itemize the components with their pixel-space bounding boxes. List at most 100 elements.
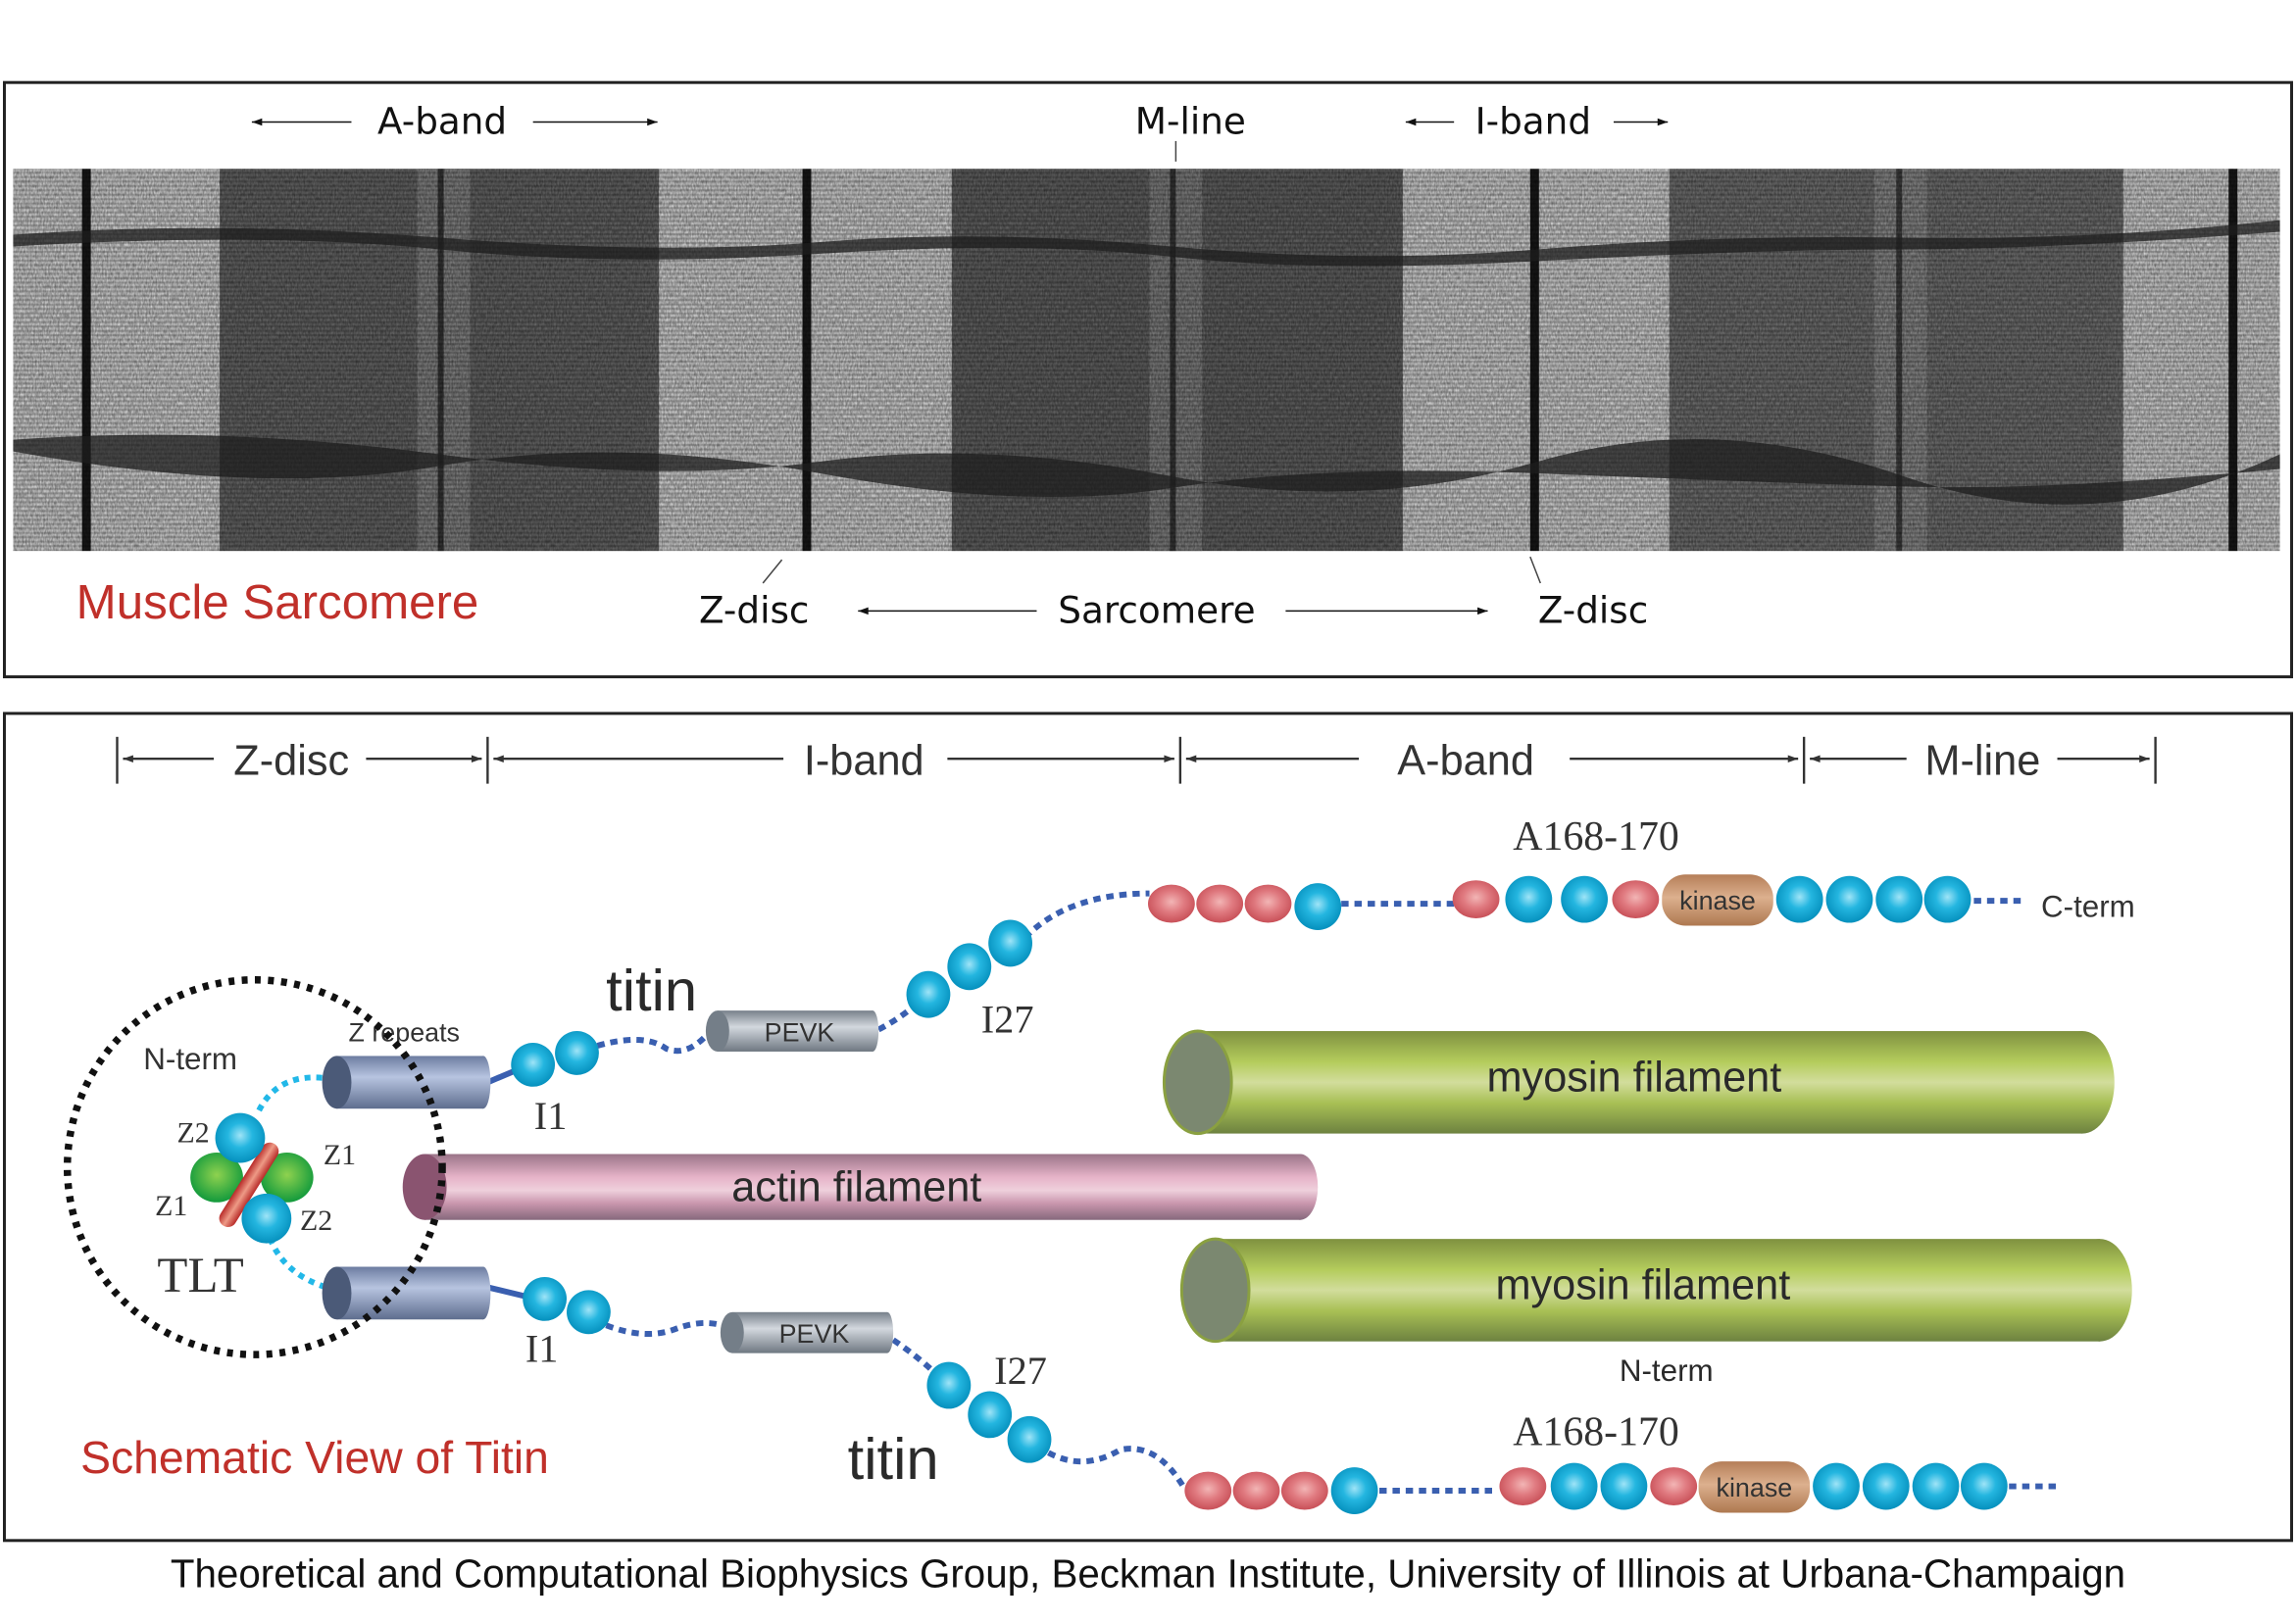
linker-i27-a-band-top — [1023, 890, 1150, 940]
ig-domain — [1875, 875, 1923, 923]
sarcomere-label-group: Z-disc Sarcomere Z-disc — [699, 556, 1648, 631]
ig-domain — [1775, 875, 1823, 923]
z2-label-upper: Z2 — [177, 1117, 210, 1150]
fn3-domain — [1452, 880, 1500, 919]
ig-domain — [1813, 1462, 1860, 1510]
actin-label: actin filament — [731, 1163, 981, 1210]
a-band-label: A-band — [377, 99, 507, 142]
ig-domain — [988, 919, 1033, 967]
kinase-domain-bottom — [1698, 1461, 1811, 1513]
ig-domain — [567, 1290, 611, 1335]
myosin-label-bottom: myosin filament — [1495, 1261, 1790, 1308]
pevk-label-top: PEVK — [765, 1017, 835, 1047]
kinase-label-top: kinase — [1679, 886, 1756, 915]
a168-label-bottom: A168-170 — [1513, 1410, 1679, 1455]
ig-domain — [1330, 1467, 1378, 1514]
actin-filament: actin filament — [402, 1154, 1319, 1220]
telethonin-complex — [190, 1112, 314, 1244]
pevk-label-bottom: PEVK — [779, 1319, 850, 1349]
titin-strand-top: PEVK kinase — [255, 874, 2025, 1115]
ig-domain — [511, 1042, 556, 1087]
i-band-label-group: I-band — [1405, 99, 1669, 142]
z1-label-left: Z1 — [155, 1190, 187, 1222]
region-label-a-band: A-band — [1397, 738, 1534, 785]
i1-label-bottom: I1 — [525, 1327, 559, 1371]
tlt-label: TLT — [157, 1248, 243, 1303]
ig-domain — [926, 1361, 972, 1409]
schematic-panel: Z-disc I-band A-band M-line myosin filam… — [2, 712, 2294, 1543]
a168-label-top: A168-170 — [1513, 814, 1679, 860]
footer-credit: Theoretical and Computational Biophysics… — [171, 1551, 2125, 1597]
titin-strand-bottom: PEVK kinase — [263, 1226, 2061, 1514]
ig-domain — [1923, 875, 1972, 923]
micrograph-panel: A-band M-line I-band — [2, 80, 2294, 679]
ig-domain — [1912, 1462, 1960, 1510]
i-band-label: I-band — [1475, 99, 1591, 142]
z1-domain-left — [190, 1153, 243, 1203]
z-repeats-bottom — [322, 1266, 491, 1320]
ig-domain — [1825, 875, 1873, 923]
n-term-linker-top — [255, 1074, 335, 1115]
fn3-domain — [1196, 884, 1244, 923]
ig-domain — [968, 1391, 1013, 1439]
myosin-filament-bottom: myosin filament — [1179, 1237, 2132, 1344]
ig-domain — [947, 943, 992, 991]
ig-domain — [1007, 1415, 1052, 1463]
fn3-domain — [1499, 1467, 1547, 1505]
region-label-z-disc: Z-disc — [233, 738, 349, 785]
myosin-label-top: myosin filament — [1486, 1054, 1781, 1101]
z2-label-lower: Z2 — [300, 1205, 332, 1237]
linker-i1-pevk-top — [596, 1029, 713, 1055]
z2-domain-lower — [241, 1193, 292, 1244]
n-term-linker-bottom — [263, 1226, 332, 1292]
z-repeats-top — [322, 1056, 491, 1109]
titin-label-top: titin — [606, 958, 697, 1023]
ig-domain — [1960, 1462, 2008, 1510]
m-line-label-group: M-line — [1135, 99, 1246, 162]
region-ruler — [116, 736, 2157, 784]
ig-domain — [1561, 875, 1608, 923]
linker-i1-pevk-bottom — [605, 1319, 727, 1338]
schematic-title: Schematic View of Titin — [80, 1432, 549, 1483]
z-disc-left-label: Z-disc — [699, 588, 809, 631]
pevk-segment-top: PEVK — [705, 1010, 879, 1052]
region-label-m-line: M-line — [1924, 738, 2040, 785]
kinase-label-bottom: kinase — [1717, 1473, 1793, 1502]
a-band-label-group: A-band — [251, 99, 658, 142]
ig-domain — [555, 1031, 599, 1075]
n-term-label-bottom: N-term — [1620, 1353, 1714, 1388]
ig-domain — [1505, 875, 1553, 923]
myosin-filament-top: myosin filament — [1162, 1029, 2115, 1136]
micrograph-reticulum — [13, 220, 2280, 505]
ig-domain — [523, 1276, 568, 1321]
ig-domain — [906, 970, 951, 1018]
micrograph-title: Muscle Sarcomere — [76, 575, 479, 629]
fn3-domain — [1650, 1467, 1698, 1505]
sarcomere-label: Sarcomere — [1058, 588, 1255, 631]
kinase-domain-top — [1662, 874, 1773, 926]
i27-label-top: I27 — [981, 998, 1034, 1042]
titin-label-bottom: titin — [848, 1426, 939, 1492]
z-repeats-label: Z repeats — [348, 1017, 460, 1047]
ig-domain — [1294, 883, 1342, 930]
electron-micrograph — [13, 169, 2280, 552]
fn3-domain — [1280, 1471, 1328, 1510]
ig-domain — [1862, 1462, 1910, 1510]
z1-label-right: Z1 — [324, 1139, 356, 1171]
linker-pevk-i27-bottom — [891, 1337, 936, 1375]
fn3-domain — [1148, 884, 1195, 923]
z-disc-dotted-circle — [63, 976, 446, 1358]
fn3-domain — [1184, 1471, 1232, 1510]
fn3-domain — [1244, 884, 1292, 923]
i27-label-bottom: I27 — [994, 1349, 1047, 1393]
z2-domain-upper — [215, 1112, 266, 1163]
n-term-label-top: N-term — [143, 1042, 237, 1076]
z-disc-right-label: Z-disc — [1538, 588, 1648, 631]
region-label-i-band: I-band — [804, 738, 924, 785]
c-term-label: C-term — [2041, 890, 2135, 924]
linker-pevk-i27-top — [876, 1004, 917, 1033]
telethonin-bar — [219, 1142, 279, 1228]
m-line-label: M-line — [1135, 99, 1246, 142]
